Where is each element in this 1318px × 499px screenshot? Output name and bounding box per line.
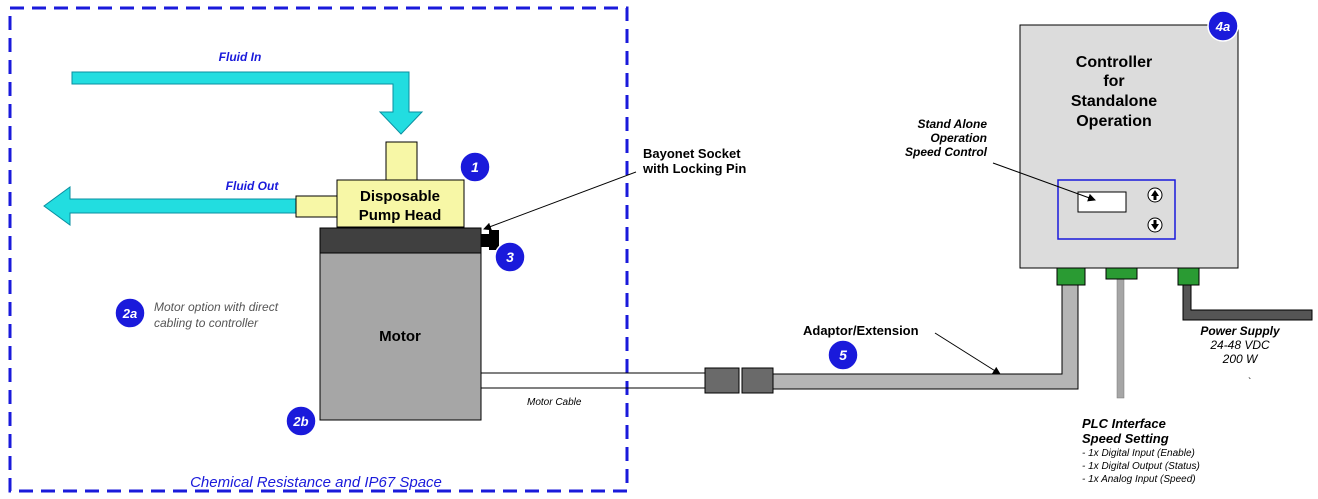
motor-option-line1: Motor option with direct — [154, 300, 279, 314]
motor-label: Motor — [379, 328, 421, 345]
connector-plc — [1105, 267, 1138, 280]
bayonet-line2: with Locking Pin — [642, 161, 746, 176]
plc-cable — [1116, 277, 1125, 399]
svg-text:1: 1 — [471, 159, 479, 175]
badge-4a: 4a — [1207, 10, 1239, 42]
badge-5: 5 — [827, 339, 859, 371]
svg-text:2b: 2b — [292, 414, 308, 429]
cable-connector-left — [704, 367, 740, 394]
plc-item-2: - 1x Digital Output (Status) — [1082, 461, 1200, 472]
pump-head-line2: Pump Head — [359, 207, 442, 224]
fluid-out-arrow — [43, 186, 298, 226]
connector-motor — [1056, 267, 1086, 286]
svg-text:2a: 2a — [122, 306, 137, 321]
plc-item-3: - 1x Analog Input (Speed) — [1082, 474, 1196, 485]
adaptor-leader-line — [934, 332, 1001, 375]
power-watt: 200 W — [1222, 352, 1259, 366]
controller-line2: for — [1103, 73, 1124, 90]
pump-head-line1: Disposable — [360, 188, 440, 205]
power-stray-mark: ` — [1248, 376, 1251, 388]
svg-text:3: 3 — [506, 249, 514, 265]
motor-body — [319, 252, 482, 421]
speed-display — [1077, 191, 1127, 213]
zone-label: Chemical Resistance and IP67 Space — [190, 474, 442, 491]
badge-2b: 2b — [285, 405, 317, 437]
badge-2a: 2a — [114, 297, 146, 329]
plc-title1: PLC Interface — [1082, 416, 1166, 431]
power-cable — [1182, 284, 1313, 321]
bayonet-line1: Bayonet Socket — [643, 146, 741, 161]
locking-pin-head — [489, 230, 499, 250]
cable-connector-right — [741, 367, 774, 394]
speed-control-line2: Operation — [930, 131, 987, 145]
speed-up-button[interactable] — [1147, 187, 1163, 203]
speed-control-line3: Speed Control — [905, 145, 988, 159]
svg-text:5: 5 — [839, 347, 847, 363]
locking-pin — [481, 234, 489, 247]
connector-power — [1177, 267, 1200, 286]
pump-head — [336, 179, 465, 228]
adaptor-label: Adaptor/Extension — [803, 323, 919, 338]
ip67-zone-border — [8, 6, 629, 493]
speed-control-leader — [992, 162, 1096, 202]
control-panel — [1057, 179, 1176, 240]
fluid-in-arrow — [71, 71, 424, 135]
bayonet-leader-line — [483, 171, 637, 231]
power-title: Power Supply — [1200, 324, 1281, 338]
speed-control-line1: Stand Alone — [917, 117, 987, 131]
motor-cable-label: Motor Cable — [527, 397, 582, 408]
fluid-out-label: Fluid Out — [226, 179, 280, 193]
speed-down-button[interactable] — [1147, 217, 1163, 233]
power-voltage: 24-48 VDC — [1209, 338, 1270, 352]
motor-option-line2: cabling to controller — [154, 316, 259, 330]
outlet-port — [295, 195, 338, 218]
svg-text:4a: 4a — [1215, 19, 1230, 34]
inlet-port — [385, 141, 418, 181]
plc-title2: Speed Setting — [1082, 431, 1169, 446]
bayonet-socket — [319, 227, 482, 254]
controller-line1: Controller — [1076, 54, 1152, 71]
badge-3: 3 — [494, 241, 526, 273]
controller-line3: Standalone — [1071, 93, 1157, 110]
fluid-in-label: Fluid In — [219, 50, 262, 64]
controller-line4: Operation — [1076, 113, 1152, 130]
controller-box — [1019, 24, 1239, 269]
badge-1: 1 — [459, 151, 491, 183]
plc-item-1: - 1x Digital Input (Enable) — [1082, 448, 1195, 459]
